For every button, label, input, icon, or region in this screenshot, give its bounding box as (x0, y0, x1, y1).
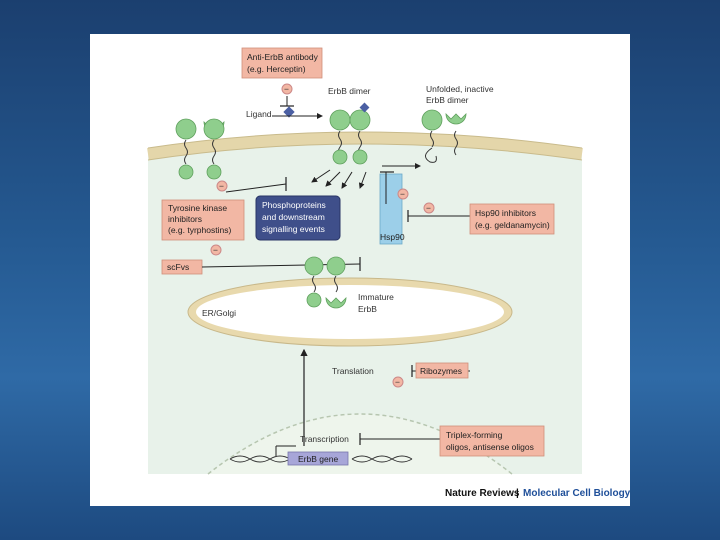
tki-box (161, 199, 245, 241)
dna-helix (229, 455, 291, 463)
triplex-line-1: Triplex-forming (446, 430, 503, 440)
hsp90-inhib-line-2: (e.g. geldanamycin) (475, 220, 550, 230)
gene-label: ErbB gene (298, 454, 338, 464)
tki-line-2: inhibitors (168, 214, 202, 224)
erbb-pathway-diagram: Anti-ErbB antibody (e.g. Herceptin) − Li… (147, 47, 630, 499)
translation-label: Translation (332, 366, 374, 376)
footer-separator: | (516, 488, 519, 499)
svg-text:−: − (219, 181, 224, 191)
erbb-monomer-left (175, 118, 225, 180)
antibody-box (241, 47, 323, 79)
dimer-label: ErbB dimer (328, 86, 371, 96)
phospho-line-3: signalling events (262, 224, 325, 234)
phospho-line-2: and downstream (262, 212, 325, 222)
hsp90-label: Hsp90 (380, 232, 405, 242)
figure-panel: Anti-ErbB antibody (e.g. Herceptin) − Li… (90, 34, 630, 506)
triplex-box (439, 425, 545, 457)
immature-label-2: ErbB (358, 304, 377, 314)
ribozymes-label: Ribozymes (420, 366, 462, 376)
triplex-line-2: oligos, antisense oligos (446, 442, 534, 452)
svg-text:−: − (213, 245, 218, 255)
inhibit-symbol (281, 83, 293, 95)
svg-text:−: − (400, 189, 405, 199)
erbb-immature (304, 256, 347, 309)
immature-label-1: Immature (358, 292, 394, 302)
erbb-dimer (329, 102, 371, 165)
phospho-box (255, 195, 341, 241)
tki-line-1: Tyrosine kinase (168, 203, 227, 213)
hsp90-inhibitors-box (469, 203, 555, 235)
cell-membrane (147, 132, 583, 160)
tki-line-3: (e.g. tyrphostins) (168, 225, 231, 235)
ligand-label: Ligand (246, 109, 272, 119)
scfvs-label: scFvs (167, 262, 189, 272)
footer-journal: Molecular Cell Biology (523, 488, 630, 499)
er-golgi-label: ER/Golgi (202, 308, 236, 318)
unfolded-label-1: Unfolded, inactive (426, 84, 494, 94)
svg-text:−: − (426, 203, 431, 213)
svg-text:−: − (395, 377, 400, 387)
ribozymes-box (415, 362, 469, 379)
svg-text:−: − (284, 84, 289, 94)
erbb-unfolded-dimer (421, 109, 467, 163)
antibody-line-1: Anti-ErbB antibody (247, 52, 319, 62)
erbb-gene (287, 451, 349, 466)
transcription-label: Transcription (300, 434, 349, 444)
footer-publisher: Nature Reviews (445, 488, 520, 499)
phospho-line-1: Phosphoproteins (262, 200, 326, 210)
antibody-line-2: (e.g. Herceptin) (247, 64, 306, 74)
unfolded-label-2: ErbB dimer (426, 95, 469, 105)
hsp90-inhib-line-1: Hsp90 inhibitors (475, 208, 536, 218)
